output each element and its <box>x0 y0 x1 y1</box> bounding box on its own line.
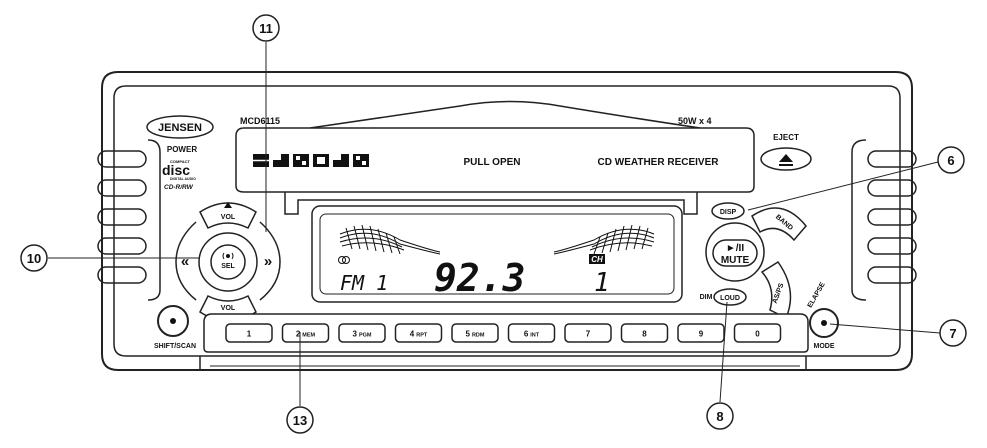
callout-leaders <box>48 42 941 406</box>
channel-readout: 1 <box>594 268 610 298</box>
model-label: MCD6115 <box>240 116 280 126</box>
play-mute-button[interactable]: ►/II MUTE <box>705 222 765 282</box>
brand-logo: JENSEN <box>146 115 214 139</box>
right-grip <box>851 139 917 301</box>
svg-text:disc: disc <box>162 162 190 178</box>
svg-text:CD-R/RW: CD-R/RW <box>164 184 194 191</box>
svg-text:8: 8 <box>716 409 723 424</box>
faceplate-inner <box>113 85 901 357</box>
speaker-graphic-right <box>553 224 655 255</box>
callout-13: 13 <box>286 406 314 434</box>
dim-label: DIM <box>700 294 713 301</box>
seek-right-button[interactable]: » <box>259 221 281 301</box>
preset-button-7[interactable]: 7 <box>564 323 612 343</box>
preset-button-0[interactable]: 0 <box>733 323 782 343</box>
broadcast-icon <box>222 252 234 260</box>
preset-button-9[interactable]: 9 <box>677 323 725 343</box>
faceplate-bottom-tab <box>199 356 807 370</box>
svg-text:JENSEN: JENSEN <box>158 122 202 134</box>
svg-text:10: 10 <box>27 251 41 266</box>
preset-label: 0 <box>755 330 760 339</box>
flap-arch <box>309 100 701 129</box>
svg-text:7: 7 <box>949 326 956 341</box>
disp-button[interactable]: DISP <box>711 202 745 220</box>
feature-icons <box>253 154 369 167</box>
mode-label: MODE <box>814 343 835 350</box>
eject-label: EJECT <box>773 133 799 142</box>
left-grip <box>97 139 161 301</box>
eject-button[interactable] <box>760 147 812 171</box>
vol-up-button[interactable]: VOL <box>199 202 257 230</box>
up-arrow-icon <box>224 202 232 208</box>
cd-flap[interactable] <box>235 127 755 215</box>
band-readout: FM 1 <box>340 271 388 295</box>
svg-text:VOL: VOL <box>221 305 236 312</box>
preset-label: 1 <box>247 330 252 339</box>
callout-11: 11 <box>252 14 280 42</box>
speaker-graphic-left <box>339 224 441 255</box>
svg-text:11: 11 <box>259 21 273 36</box>
svg-text:«: « <box>181 253 189 270</box>
callout-7: 7 <box>939 319 967 347</box>
as-ps-button[interactable]: AS/PS <box>760 260 792 320</box>
elapse-label: ELAPSE <box>807 281 827 309</box>
product-name: CD WEATHER RECEIVER <box>598 157 720 168</box>
svg-text:LOUD: LOUD <box>720 295 740 302</box>
mute-label: MUTE <box>721 255 750 266</box>
power-rating: 50W x 4 <box>678 116 712 126</box>
svg-text:COMPACT: COMPACT <box>170 159 190 164</box>
play-pause-label: ►/II <box>726 243 744 254</box>
sel-button[interactable]: SEL <box>198 232 258 292</box>
channel-tag: CH <box>591 255 603 264</box>
stereo-icon <box>338 256 350 264</box>
lcd-display: FM 1 92.3 CH 1 <box>311 205 683 303</box>
power-label: POWER <box>167 145 197 154</box>
band-button[interactable]: BAND <box>751 207 807 242</box>
pull-open-label: PULL OPEN <box>463 157 520 168</box>
svg-text:VOL: VOL <box>221 214 236 221</box>
faceplate-outer <box>101 71 913 371</box>
callout-8: 8 <box>706 402 734 430</box>
preset-label: 8 <box>642 330 647 339</box>
svg-text:13: 13 <box>293 413 307 428</box>
shift-scan-knob[interactable] <box>157 305 189 337</box>
svg-text:DISP: DISP <box>720 209 737 216</box>
preset-label: 9 <box>699 330 704 339</box>
svg-text:6: 6 <box>947 153 954 168</box>
preset-button-1[interactable]: 1 <box>225 323 273 343</box>
seek-left-button[interactable]: « <box>175 221 197 301</box>
eject-icon <box>779 154 793 162</box>
callout-10: 10 <box>20 244 48 272</box>
svg-text:SEL: SEL <box>221 263 235 270</box>
mode-knob[interactable] <box>809 308 839 338</box>
preset-button-8[interactable]: 8 <box>620 323 669 343</box>
shift-scan-label: SHIFT/SCAN <box>154 343 196 350</box>
svg-text:»: » <box>264 253 272 270</box>
frequency-readout: 92.3 <box>434 256 526 300</box>
disc-logo: COMPACT disc DIGITAL AUDIO CD-R/RW <box>162 159 196 191</box>
callout-6: 6 <box>937 146 965 174</box>
svg-text:DIGITAL AUDIO: DIGITAL AUDIO <box>170 177 196 181</box>
loud-button[interactable]: LOUD <box>713 288 747 306</box>
preset-label: 7 <box>586 330 591 339</box>
